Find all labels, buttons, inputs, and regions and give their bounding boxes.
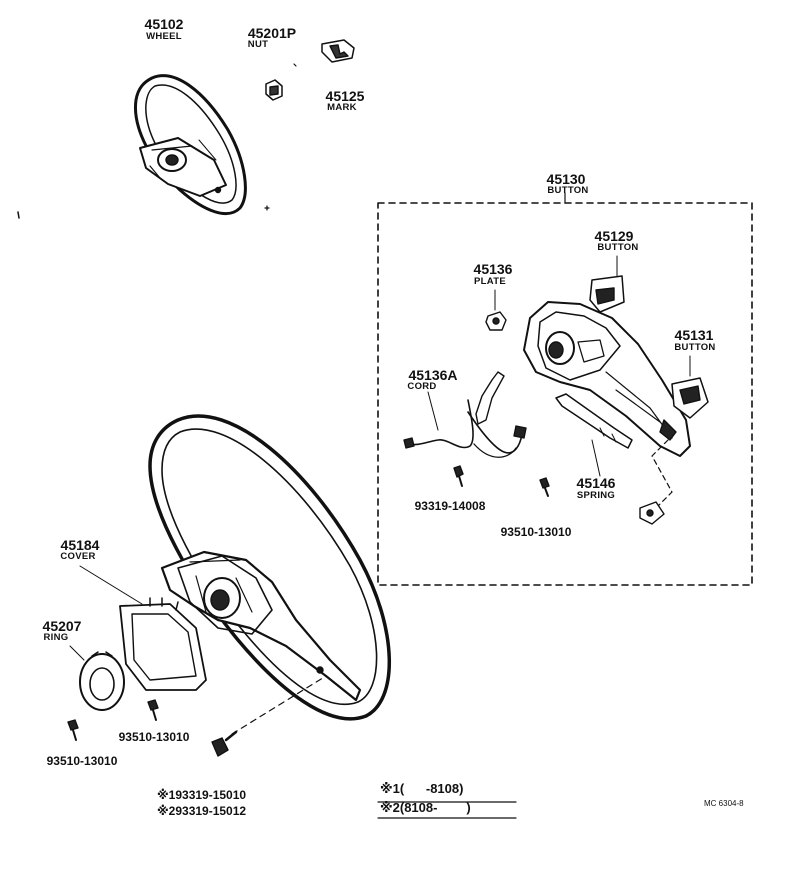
part-name-cover: COVER: [60, 551, 96, 562]
cord-illustration: [403, 371, 527, 458]
part-number-93319-14008: 93319-14008: [414, 499, 486, 513]
part-number-45129: 45129: [594, 228, 634, 244]
spring-illustration: [555, 393, 633, 449]
part-name-button-45131: BUTTON: [674, 342, 716, 353]
part-number-93510-13010-box: 93510-13010: [500, 525, 572, 539]
button-45131-illustration: [671, 377, 709, 419]
part-number-93510-13010-b: 93510-13010: [46, 754, 118, 768]
wheel-large-illustration: [148, 414, 391, 721]
part-name-mark: MARK: [327, 102, 357, 113]
part-number-45136A: 45136A: [408, 367, 458, 383]
part-name-plate: PLATE: [474, 276, 506, 287]
part-name-nut: NUT: [247, 39, 269, 50]
screw-93510-13010-a-illustration: [147, 699, 159, 721]
plate-illustration: [485, 311, 507, 331]
part-number-bolt-1: ※193319-15010: [157, 788, 247, 802]
part-number-45136: 45136: [473, 261, 513, 277]
button-45129-illustration: [589, 275, 625, 313]
part-name-spring: SPRING: [576, 490, 616, 501]
legend-note-2: ※2(8108- ): [380, 800, 471, 815]
clip-illustration: [639, 501, 665, 525]
part-name-ring: RING: [43, 632, 69, 643]
bolt-illustration: [211, 730, 238, 757]
part-name-button-45130: BUTTON: [547, 185, 589, 196]
part-name-wheel-small: WHEEL: [146, 31, 182, 42]
screw-93319-14008-illustration: [453, 465, 464, 487]
part-number-45201P: 45201P: [247, 25, 297, 41]
part-number-45125: 45125: [325, 88, 365, 104]
part-name-button-45129: BUTTON: [597, 242, 639, 253]
part-number-45184: 45184: [60, 537, 100, 553]
part-number-45207: 45207: [42, 618, 82, 634]
drawing-code: MC 6304-8: [704, 799, 744, 808]
wheel-small-illustration: [133, 74, 247, 216]
part-number-45130: 45130: [546, 171, 586, 187]
part-number-93510-13010-a: 93510-13010: [118, 730, 190, 744]
mark-illustration: [321, 39, 355, 63]
legend-note-1: ※1( -8108): [380, 781, 464, 796]
cover-illustration: [119, 597, 207, 691]
part-number-45146: 45146: [576, 475, 616, 491]
part-number-bolt-2: ※293319-15012: [157, 804, 247, 818]
nut-illustration: [265, 79, 283, 101]
part-name-cord: CORD: [407, 381, 437, 392]
part-number-45131: 45131: [674, 327, 714, 343]
screw-93510-13010-box-illustration: [539, 477, 550, 497]
ring-illustration: [79, 651, 125, 711]
screw-93510-13010-b-illustration: [67, 719, 79, 741]
button-pad-illustration: [523, 301, 691, 457]
part-number-45102: 45102: [144, 16, 184, 32]
